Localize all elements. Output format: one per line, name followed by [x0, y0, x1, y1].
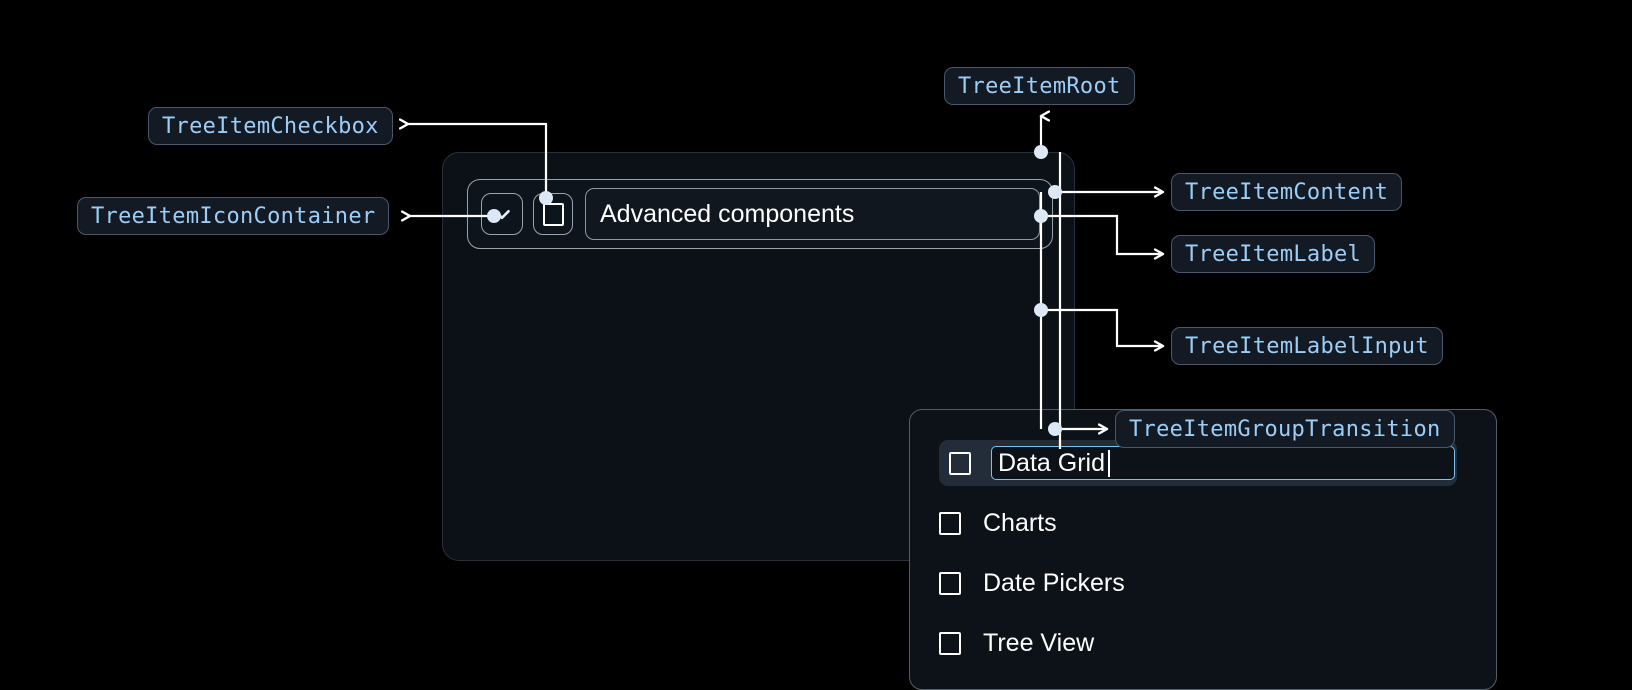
annotation-tree-item-checkbox: TreeItemCheckbox	[148, 107, 393, 145]
text-caret	[1107, 449, 1110, 477]
tree-item-label-tree-view: Tree View	[983, 628, 1095, 657]
tree-item-checkbox-charts[interactable]	[939, 511, 961, 535]
annotation-tree-item-group-transition: TreeItemGroupTransition	[1115, 410, 1455, 448]
annotation-tree-item-label-input: TreeItemLabelInput	[1171, 327, 1443, 365]
annotation-tree-item-root: TreeItemRoot	[944, 67, 1135, 105]
tree-item-checkbox-tree-view[interactable]	[939, 631, 961, 655]
tree-item-label-input[interactable]: Data Grid	[991, 446, 1455, 480]
tree-item-row-date-pickers[interactable]: Date Pickers	[939, 560, 1125, 606]
tree-item-checkbox[interactable]	[533, 193, 573, 235]
annotation-tree-item-content: TreeItemContent	[1171, 173, 1403, 211]
tree-item-row-charts[interactable]: Charts	[939, 500, 1057, 546]
annotation-tree-item-label: TreeItemLabel	[1171, 235, 1376, 273]
tree-item-checkbox-date-pickers[interactable]	[939, 571, 961, 595]
label-input-value: Data Grid	[998, 448, 1105, 477]
tree-item-label-charts: Charts	[983, 508, 1057, 537]
tree-item-icon-container[interactable]	[481, 193, 523, 235]
annotated-tree-view-diagram: Advanced components Data Grid Charts Dat…	[77, 67, 1497, 690]
tree-item-row-tree-view[interactable]: Tree View	[939, 620, 1094, 666]
tree-item-content[interactable]: Advanced components	[467, 179, 1053, 249]
tree-item-root[interactable]: Advanced components Data Grid Charts Dat…	[442, 152, 1497, 690]
tree-item-checkbox-data-grid[interactable]	[949, 451, 971, 475]
chevron-down-icon	[494, 209, 510, 220]
tree-item-group-transition: Data Grid Charts Date Pickers Tree View	[909, 409, 1497, 690]
annotation-tree-item-icon-container: TreeItemIconContainer	[77, 197, 390, 235]
tree-item-label-date-pickers: Date Pickers	[983, 568, 1125, 597]
checkbox-box	[542, 202, 564, 226]
tree-item-label[interactable]: Advanced components	[585, 188, 1040, 240]
